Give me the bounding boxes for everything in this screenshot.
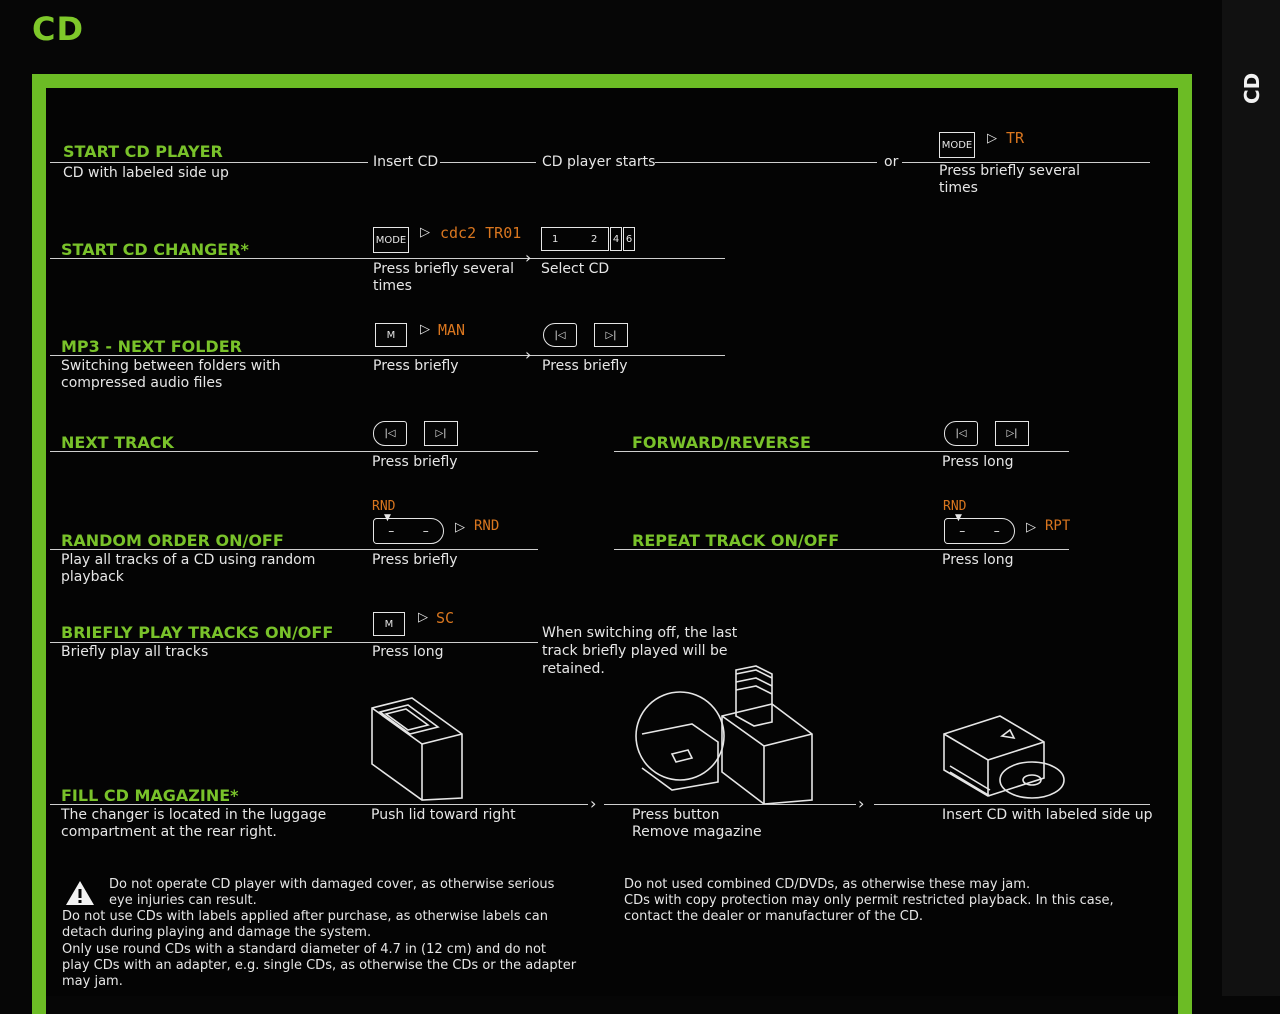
mp3-folder-desc: Switching between folders with compresse… bbox=[61, 358, 281, 391]
divider bbox=[50, 451, 538, 452]
display-rnd-top: RND bbox=[372, 499, 396, 514]
display-rnd: RND bbox=[474, 518, 500, 534]
step-press-long: Press long bbox=[372, 644, 444, 660]
mode-button[interactable]: MODE bbox=[939, 132, 975, 158]
repeat-heading: REPEAT TRACK ON/OFF bbox=[632, 531, 840, 550]
side-tab-label: CD bbox=[1240, 72, 1264, 104]
mp3-folder-heading: MP3 - NEXT FOLDER bbox=[61, 337, 242, 356]
step-remove-magazine: Remove magazine bbox=[632, 824, 762, 840]
chevron-right-icon: › bbox=[525, 345, 532, 364]
warning-left-3: Only use round CDs with a standard diame… bbox=[62, 942, 577, 989]
step-press-button: Press button bbox=[632, 807, 720, 823]
divider bbox=[50, 258, 725, 259]
step-press-long: Press long bbox=[942, 454, 1014, 470]
changer-lid-illustration bbox=[371, 697, 463, 801]
step-push-lid: Push lid toward right bbox=[371, 807, 516, 823]
insert-cd-illustration bbox=[943, 715, 1065, 799]
next-track-icon[interactable]: ▷| bbox=[594, 323, 628, 347]
step-player-starts: CD player starts bbox=[542, 154, 656, 170]
side-tab bbox=[1222, 0, 1280, 996]
random-desc: Play all tracks of a CD using random pla… bbox=[61, 552, 316, 585]
random-heading: RANDOM ORDER ON/OFF bbox=[61, 531, 284, 550]
display-cdc2: cdc2 TR01 bbox=[440, 224, 522, 242]
magazine-desc: The changer is located in the luggage co… bbox=[61, 807, 327, 840]
divider bbox=[604, 804, 856, 805]
divider bbox=[50, 642, 538, 643]
start-changer-heading: START CD CHANGER* bbox=[61, 240, 249, 259]
mode-button[interactable]: MODE bbox=[373, 227, 409, 253]
rocker-button[interactable]: –– bbox=[373, 518, 444, 544]
warning-right-1: Do not used combined CD/DVDs, as otherwi… bbox=[624, 877, 1031, 892]
cd-selector-6[interactable]: 6 bbox=[623, 227, 635, 251]
chevron-right-icon: › bbox=[525, 248, 532, 267]
divider bbox=[50, 804, 588, 805]
play-indicator-icon: ▷ bbox=[420, 225, 430, 240]
position-marker-icon: ▼ bbox=[955, 513, 962, 523]
start-player-heading: START CD PLAYER bbox=[63, 142, 223, 161]
warning-left-2: Do not use CDs with labels applied after… bbox=[62, 909, 548, 940]
step-press-briefly: Press briefly bbox=[372, 552, 458, 568]
chevron-right-icon: › bbox=[858, 794, 865, 813]
next-track-heading: NEXT TRACK bbox=[61, 433, 174, 452]
previous-track-icon[interactable]: |◁ bbox=[944, 421, 978, 446]
page-title: CD bbox=[32, 10, 85, 48]
cd-selector-1: 1 bbox=[552, 233, 559, 245]
divider bbox=[902, 162, 1150, 163]
previous-track-icon[interactable]: |◁ bbox=[373, 421, 407, 446]
display-rpt: RPT bbox=[1045, 518, 1071, 534]
position-marker-icon: ▼ bbox=[384, 513, 391, 523]
divider bbox=[655, 162, 877, 163]
cd-selector[interactable]: 1 2 bbox=[541, 227, 609, 251]
divider bbox=[440, 162, 536, 163]
m-button[interactable]: M bbox=[373, 612, 405, 636]
divider bbox=[874, 804, 1150, 805]
next-track-icon[interactable]: ▷| bbox=[424, 421, 458, 446]
m-button[interactable]: M bbox=[375, 323, 407, 347]
step-insert-cd-labeled: Insert CD with labeled side up bbox=[942, 807, 1153, 823]
display-tr: TR bbox=[1006, 129, 1025, 147]
cd-selector-4[interactable]: 4 bbox=[610, 227, 622, 251]
step-press-several: Press briefly several times bbox=[939, 163, 1081, 196]
divider bbox=[614, 549, 1069, 550]
step-press-briefly: Press briefly bbox=[372, 454, 458, 470]
next-track-icon[interactable]: ▷| bbox=[995, 421, 1029, 446]
warning-left-1: Do not operate CD player with damaged co… bbox=[109, 877, 555, 908]
divider bbox=[50, 355, 725, 356]
or-label: or bbox=[884, 154, 899, 170]
divider bbox=[50, 549, 538, 550]
display-man: MAN bbox=[438, 321, 466, 339]
play-indicator-icon: ▷ bbox=[987, 131, 997, 146]
step-press-long: Press long bbox=[942, 552, 1014, 568]
divider bbox=[614, 451, 1069, 452]
display-sc: SC bbox=[436, 609, 455, 627]
previous-track-icon[interactable]: |◁ bbox=[543, 323, 577, 347]
remove-magazine-illustration bbox=[635, 665, 813, 804]
scan-heading: BRIEFLY PLAY TRACKS ON/OFF bbox=[61, 623, 334, 642]
rocker-button[interactable]: –– bbox=[944, 518, 1015, 544]
scan-note: When switching off, the last track brief… bbox=[542, 625, 738, 677]
forward-reverse-heading: FORWARD/REVERSE bbox=[632, 433, 811, 452]
warning-right-2: CDs with copy protection may only permit… bbox=[624, 893, 1114, 924]
content-frame bbox=[32, 74, 1192, 1014]
scan-desc: Briefly play all tracks bbox=[61, 644, 209, 660]
divider bbox=[50, 162, 368, 163]
step-insert-cd: Insert CD bbox=[373, 154, 439, 170]
play-indicator-icon: ▷ bbox=[418, 610, 428, 625]
cd-selector-2: 2 bbox=[591, 233, 598, 245]
start-player-desc: CD with labeled side up bbox=[63, 165, 229, 181]
warning-icon bbox=[66, 881, 94, 905]
step-press-several: Press briefly several times bbox=[373, 261, 515, 294]
magazine-heading: FILL CD MAGAZINE* bbox=[61, 786, 239, 805]
step-press-briefly: Press briefly bbox=[373, 358, 459, 374]
play-indicator-icon: ▷ bbox=[455, 520, 465, 535]
content-area bbox=[46, 88, 1178, 996]
play-indicator-icon: ▷ bbox=[420, 322, 430, 337]
step-select-cd: Select CD bbox=[541, 261, 610, 277]
display-rnd-top: RND bbox=[943, 499, 967, 514]
play-indicator-icon: ▷ bbox=[1026, 520, 1036, 535]
step-press-briefly: Press briefly bbox=[542, 358, 628, 374]
chevron-right-icon: › bbox=[590, 794, 597, 813]
